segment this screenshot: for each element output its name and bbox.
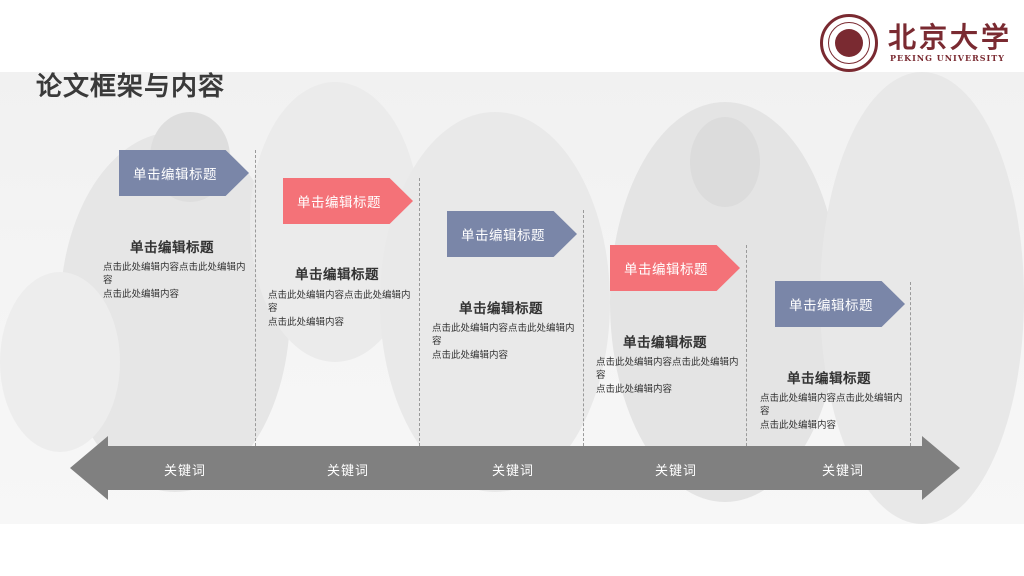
step-5-body: 点击此处编辑内容点击此处编辑内容 点击此处编辑内容 bbox=[760, 393, 910, 433]
keyword-4[interactable]: 关键词 bbox=[654, 464, 697, 479]
separator-2 bbox=[419, 178, 420, 446]
separator-5 bbox=[910, 282, 911, 446]
step-1-body-line2: 点击此处编辑内容 bbox=[103, 289, 180, 300]
step-2-subtitle: 单击编辑标题 bbox=[295, 267, 379, 283]
keyword-5[interactable]: 关键词 bbox=[821, 464, 864, 479]
step-5-tag[interactable]: 单击编辑标题 bbox=[775, 281, 905, 327]
university-seal-icon bbox=[820, 14, 878, 72]
step-2-body: 点击此处编辑内容点击此处编辑内容 点击此处编辑内容 bbox=[268, 290, 418, 330]
keyword-1[interactable]: 关键词 bbox=[163, 464, 206, 479]
step-5-body-line2: 点击此处编辑内容 bbox=[760, 420, 837, 431]
keyword-3[interactable]: 关键词 bbox=[491, 464, 534, 479]
separator-1 bbox=[255, 150, 256, 446]
step-2-body-line2: 点击此处编辑内容 bbox=[268, 317, 345, 328]
separator-4 bbox=[746, 245, 747, 446]
step-5-body-line1: 点击此处编辑内容点击此处编辑内容 bbox=[760, 393, 903, 417]
step-4-subtitle: 单击编辑标题 bbox=[623, 335, 707, 351]
timeline-double-arrow bbox=[70, 436, 960, 500]
step-2-tag[interactable]: 单击编辑标题 bbox=[283, 178, 413, 224]
step-5-subtitle: 单击编辑标题 bbox=[787, 371, 871, 387]
slide-title: 论文框架与内容 bbox=[36, 72, 226, 102]
logo-chinese: 北京大学 bbox=[888, 21, 1013, 54]
keyword-2[interactable]: 关键词 bbox=[326, 464, 369, 479]
step-1-body-line1: 点击此处编辑内容点击此处编辑内容 bbox=[103, 262, 246, 286]
step-1-tag[interactable]: 单击编辑标题 bbox=[119, 150, 249, 196]
step-4-tag[interactable]: 单击编辑标题 bbox=[610, 245, 740, 291]
step-3-tag[interactable]: 单击编辑标题 bbox=[447, 211, 577, 257]
step-3-body-line1: 点击此处编辑内容点击此处编辑内容 bbox=[432, 323, 575, 347]
step-3-body: 点击此处编辑内容点击此处编辑内容 点击此处编辑内容 bbox=[432, 323, 582, 363]
step-4-body-line2: 点击此处编辑内容 bbox=[596, 384, 673, 395]
step-4-body: 点击此处编辑内容点击此处编辑内容 点击此处编辑内容 bbox=[596, 357, 746, 397]
step-2-body-line1: 点击此处编辑内容点击此处编辑内容 bbox=[268, 290, 411, 314]
step-3-subtitle: 单击编辑标题 bbox=[459, 301, 543, 317]
logo-english: PEKING UNIVERSITY bbox=[890, 53, 1005, 63]
step-4-body-line1: 点击此处编辑内容点击此处编辑内容 bbox=[596, 357, 739, 381]
step-1-body: 点击此处编辑内容点击此处编辑内容 点击此处编辑内容 bbox=[103, 262, 253, 302]
background-photo bbox=[0, 72, 1024, 524]
separator-3 bbox=[583, 210, 584, 446]
step-3-body-line2: 点击此处编辑内容 bbox=[432, 350, 509, 361]
step-1-subtitle: 单击编辑标题 bbox=[130, 240, 214, 256]
